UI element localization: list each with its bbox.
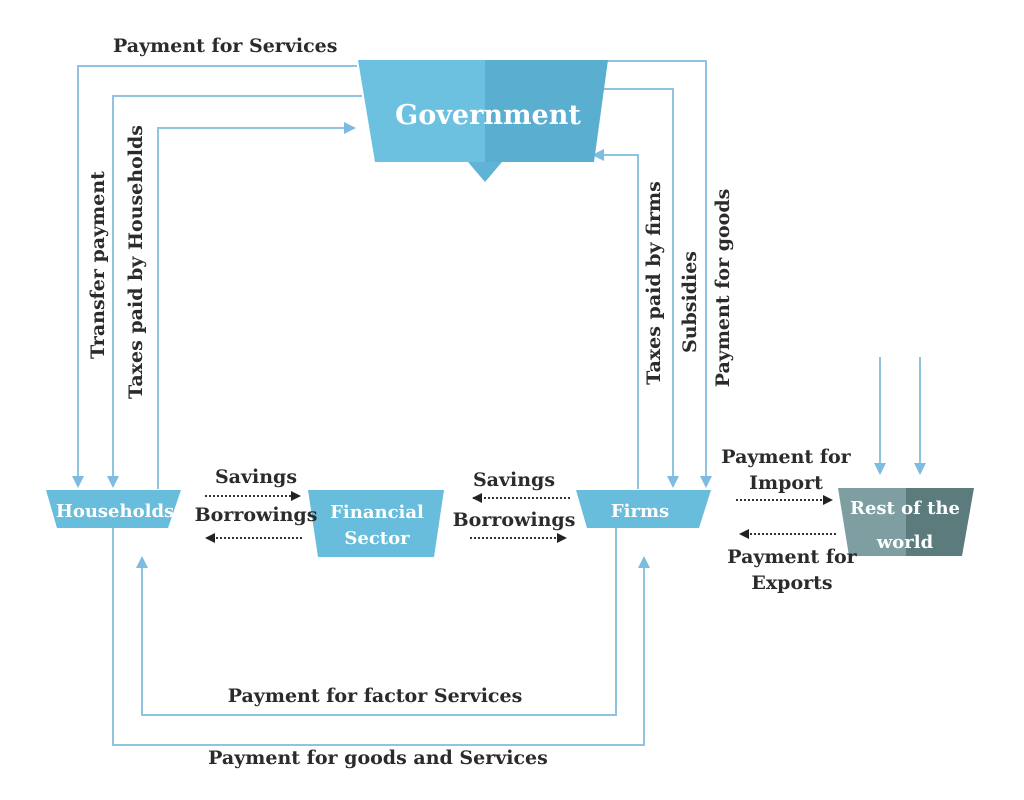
label-transfer-payment: Transfer payment xyxy=(87,171,109,359)
label-payment-for-exports-line1: Payment for xyxy=(727,546,857,568)
flow-taxes-paid-by-households xyxy=(157,122,356,489)
label-savings-right: Savings xyxy=(473,469,555,491)
government-label: Government xyxy=(395,100,581,131)
label-payment-for-exports-line2: Exports xyxy=(751,572,832,594)
label-taxes-paid-by-households: Taxes paid by Households xyxy=(125,125,147,399)
firms-label: Firms xyxy=(611,501,669,522)
label-payment-for-factor-services: Payment for factor Services xyxy=(228,685,523,707)
firms-node: Firms xyxy=(576,490,711,528)
flow-taxes-paid-by-firms xyxy=(592,149,639,489)
flow-payment-for-factor-services xyxy=(136,528,617,716)
rest-of-world-label-line2: world xyxy=(876,532,934,553)
government-node: Government xyxy=(358,60,608,182)
households-label: Households xyxy=(56,501,174,522)
label-payment-for-goods-and-services: Payment for goods and Services xyxy=(208,747,548,769)
label-payment-for-services: Payment for Services xyxy=(113,35,337,57)
flow-transfer-payment xyxy=(107,95,362,488)
financial-sector-label-line2: Sector xyxy=(344,528,410,549)
label-payment-for-import-line1: Payment for xyxy=(721,446,851,468)
label-payment-for-goods: Payment for goods xyxy=(712,189,734,388)
households-node: Households xyxy=(46,490,181,528)
label-subsidies: Subsidies xyxy=(679,251,701,353)
flow-subsidies xyxy=(602,88,679,488)
flow-payment-for-goods xyxy=(604,60,712,488)
label-payment-for-import-line2: Import xyxy=(749,472,823,494)
label-borrowings-right: Borrowings xyxy=(453,509,576,531)
label-savings-left: Savings xyxy=(215,466,297,488)
financial-sector-node: Financial Sector xyxy=(308,490,444,557)
rest-of-world-node: Rest of the world xyxy=(838,488,974,556)
rest-of-world-label-line1: Rest of the xyxy=(850,498,960,519)
label-taxes-paid-by-firms: Taxes paid by firms xyxy=(643,181,665,385)
flow-payment-for-services xyxy=(72,65,357,488)
label-borrowings-left: Borrowings xyxy=(195,504,318,526)
flow-payment-for-goods-and-services xyxy=(112,526,650,746)
financial-sector-label-line1: Financial xyxy=(330,502,424,523)
